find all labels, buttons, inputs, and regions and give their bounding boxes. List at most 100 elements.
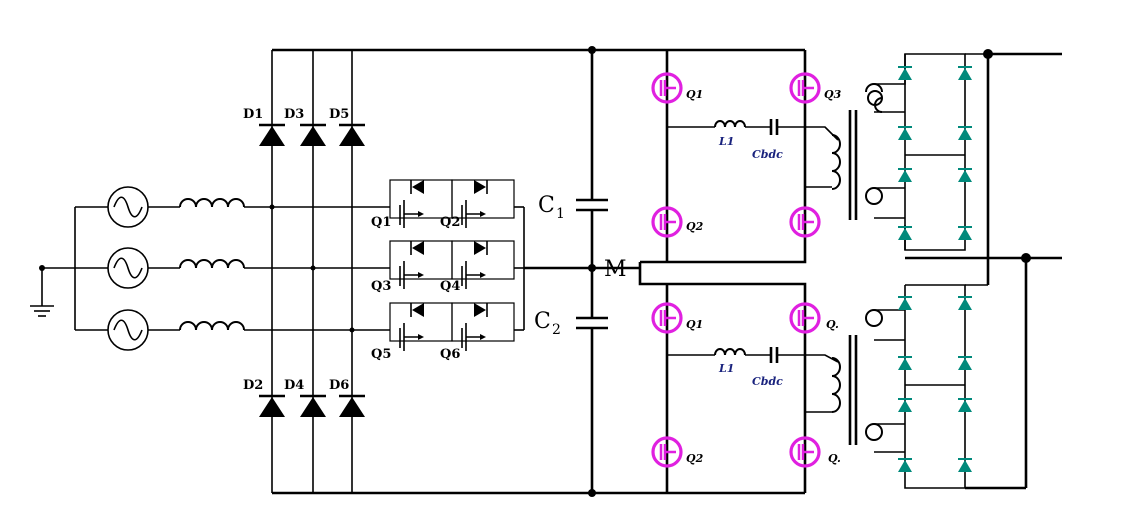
switch-label-q3: Q3 <box>371 279 391 294</box>
diode-icon <box>898 226 912 240</box>
diode-icon <box>958 356 972 370</box>
diode-icon <box>898 66 912 80</box>
mosfet-icon <box>789 206 821 238</box>
capacitor-icon <box>769 347 779 363</box>
inductor-icon <box>714 120 746 128</box>
mosfet-icon <box>461 261 486 289</box>
diode-icon <box>300 394 326 417</box>
upper-q2-label: Q2 <box>686 220 704 233</box>
diode-icon <box>958 66 972 80</box>
switch-row-1: Q1 Q2 <box>371 179 524 230</box>
ac-source-icon <box>107 309 149 351</box>
diode-icon <box>958 296 972 310</box>
lower-capacitor-label: Cbdc <box>752 375 783 388</box>
mosfet-icon <box>461 323 486 351</box>
diode-icon <box>339 394 365 417</box>
inductor-icon <box>714 348 746 356</box>
upper-capacitor-label: Cbdc <box>752 148 783 161</box>
mosfet-icon <box>651 72 683 104</box>
lower-inductor-label: L1 <box>718 362 734 375</box>
mosfet-icon <box>461 200 486 228</box>
ac-source-icon <box>107 247 149 289</box>
diode-icon <box>259 394 285 417</box>
lower-q4-label: Q. <box>828 452 841 465</box>
diode-icon <box>898 356 912 370</box>
ac-input-section <box>30 186 390 351</box>
diode-icon <box>898 126 912 140</box>
upper-q1-label: Q1 <box>686 88 703 101</box>
inductor-icon <box>179 321 245 331</box>
diode-icon <box>410 241 424 255</box>
mosfet-icon <box>789 436 821 468</box>
switch-row-3: Q5 Q6 <box>371 302 524 362</box>
diode-icon <box>958 168 972 182</box>
capacitor-label-c1-sub: 1 <box>556 206 565 222</box>
phase-a <box>75 186 390 228</box>
diode-bridge: D1 D3 D5 D2 D4 D6 <box>243 50 365 493</box>
lower-q3-label: Q. <box>826 318 839 331</box>
diode-icon <box>958 458 972 472</box>
switch-label-q2: Q2 <box>440 215 460 230</box>
capacitor-label-c2: C <box>534 309 551 334</box>
diode-icon <box>898 296 912 310</box>
lower-q2-label: Q2 <box>686 452 704 465</box>
switch-label-q6: Q6 <box>440 347 460 362</box>
diode-icon <box>410 180 424 194</box>
upper-inductor-label: L1 <box>718 135 734 148</box>
bidirectional-switches: Q1 Q2 Q3 Q4 Q5 Q6 <box>371 179 640 362</box>
diode-icon <box>958 226 972 240</box>
diode-icon <box>410 303 424 317</box>
diode-label-d4: D4 <box>284 378 304 393</box>
diode-label-d3: D3 <box>284 107 304 122</box>
split-capacitors: C 1 C 2 M <box>534 50 807 493</box>
transformer-icon <box>848 110 858 220</box>
phase-b <box>75 247 390 289</box>
switch-label-q5: Q5 <box>371 347 391 362</box>
diode-label-d6: D6 <box>329 378 349 393</box>
mosfet-icon <box>651 436 683 468</box>
ground-icon <box>30 265 54 317</box>
mosfet-icon <box>399 200 424 228</box>
diode-label-d1: D1 <box>243 107 263 122</box>
switch-row-2: Q3 Q4 <box>371 240 524 294</box>
lower-cell: Q1 Q2 Q. Q. L1 Cbdc <box>651 284 858 493</box>
upper-output-rectifier <box>865 49 1062 263</box>
transformer-icon <box>848 335 858 445</box>
diode-icon <box>958 398 972 412</box>
mosfet-icon <box>399 261 424 289</box>
midpoint-label: M <box>604 257 627 282</box>
mosfet-icon <box>651 302 683 334</box>
capacitor-icon <box>769 119 779 135</box>
diode-icon <box>958 126 972 140</box>
diode-icon <box>259 123 285 146</box>
diode-icon <box>474 241 488 255</box>
diode-icon <box>898 168 912 182</box>
inductor-icon <box>179 198 245 208</box>
diode-icon <box>339 123 365 146</box>
mosfet-icon <box>789 72 821 104</box>
mosfet-icon <box>651 206 683 238</box>
diode-icon <box>474 303 488 317</box>
capacitor-label-c2-sub: 2 <box>552 322 561 338</box>
phase-c <box>75 309 390 351</box>
mosfet-icon <box>399 323 424 351</box>
upper-q3-label: Q3 <box>824 88 842 101</box>
diode-label-d5: D5 <box>329 107 349 122</box>
capacitor-label-c1: C <box>538 193 555 218</box>
capacitor-icon <box>576 316 608 330</box>
inductor-icon <box>179 259 245 269</box>
capacitor-icon <box>576 198 608 212</box>
diode-icon <box>898 458 912 472</box>
diode-icon <box>300 123 326 146</box>
lower-output-rectifier <box>865 258 1028 490</box>
ac-source-icon <box>107 186 149 228</box>
mosfet-icon <box>789 302 821 334</box>
upper-cell: Q1 Q2 Q3 L1 Cbdc <box>651 50 858 262</box>
diode-icon <box>474 180 488 194</box>
diode-icon <box>898 398 912 412</box>
diode-label-d2: D2 <box>243 378 263 393</box>
lower-q1-label: Q1 <box>686 318 703 331</box>
switch-label-q1: Q1 <box>371 215 391 230</box>
switch-label-q4: Q4 <box>440 279 460 294</box>
